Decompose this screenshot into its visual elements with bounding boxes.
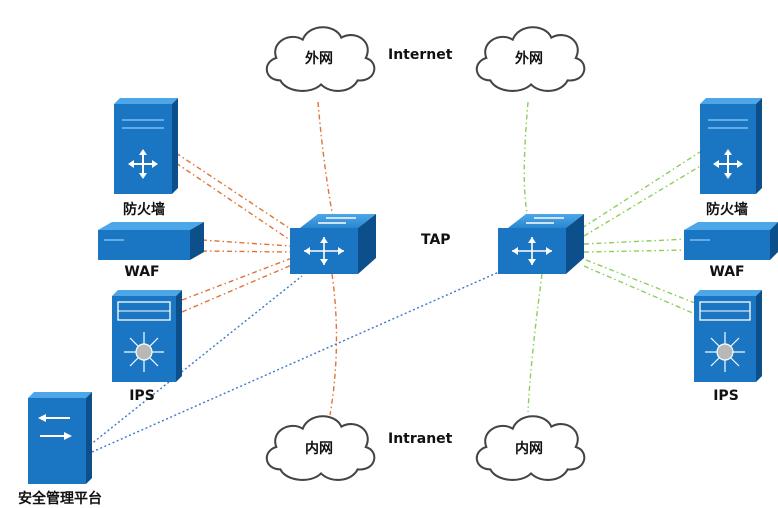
tap-label: TAP [421,232,451,248]
cloud-external-left-label: 外网 [305,50,333,67]
ips-left-label: IPS [129,388,155,404]
link-left-tap-internet [317,101,334,219]
ips-left-icon [112,290,182,382]
firewall-right-label: 防火墙 [706,202,748,218]
waf-right-icon [684,222,778,260]
management-platform-icon [28,392,92,484]
link-mgmt-left-tap [89,275,303,446]
ips-right-label: IPS [713,388,739,404]
link-left-tap-intranet [329,273,338,416]
link-left-tap-waf-a [201,239,291,247]
cloud-external-left: 外网 [265,26,376,92]
link-right-tap-intranet [527,273,543,413]
cloud-internal-right-label: 内网 [515,440,543,457]
link-right-tap-firewall-a [581,151,701,229]
intranet-label: Intranet [388,431,453,447]
firewall-left-icon [114,98,178,194]
tap-switch-right-icon [498,214,584,274]
firewall-left-label: 防火墙 [123,202,165,218]
link-right-tap-ips-b [583,265,696,315]
link-left-tap-firewall-b [175,162,291,241]
cloud-external-right: 外网 [475,26,586,92]
link-left-tap-firewall-a [175,152,293,231]
cloud-external-right-label: 外网 [515,50,543,67]
cloud-internal-left-label: 内网 [305,440,333,457]
link-right-tap-firewall-b [583,164,703,237]
link-right-tap-internet [523,101,529,219]
link-right-tap-ips-a [585,259,696,304]
link-mgmt-right-tap [91,267,509,453]
waf-left-label: WAF [124,264,160,280]
cloud-internal-right: 内网 [475,415,586,481]
waf-right-label: WAF [709,264,745,280]
firewall-right-icon [700,98,762,194]
link-left-tap-waf-b [201,250,291,253]
link-left-tap-ips-a [181,257,293,301]
tap-switch-left-icon [290,214,376,274]
management-platform-label: 安全管理平台 [18,491,102,507]
link-left-tap-ips-b [181,263,295,313]
cloud-internal-left: 内网 [265,415,376,481]
ips-right-icon [694,290,762,382]
link-right-tap-waf-a [583,238,689,245]
link-right-tap-waf-b [583,249,689,253]
internet-label: Internet [388,47,453,63]
waf-left-icon [98,222,204,260]
